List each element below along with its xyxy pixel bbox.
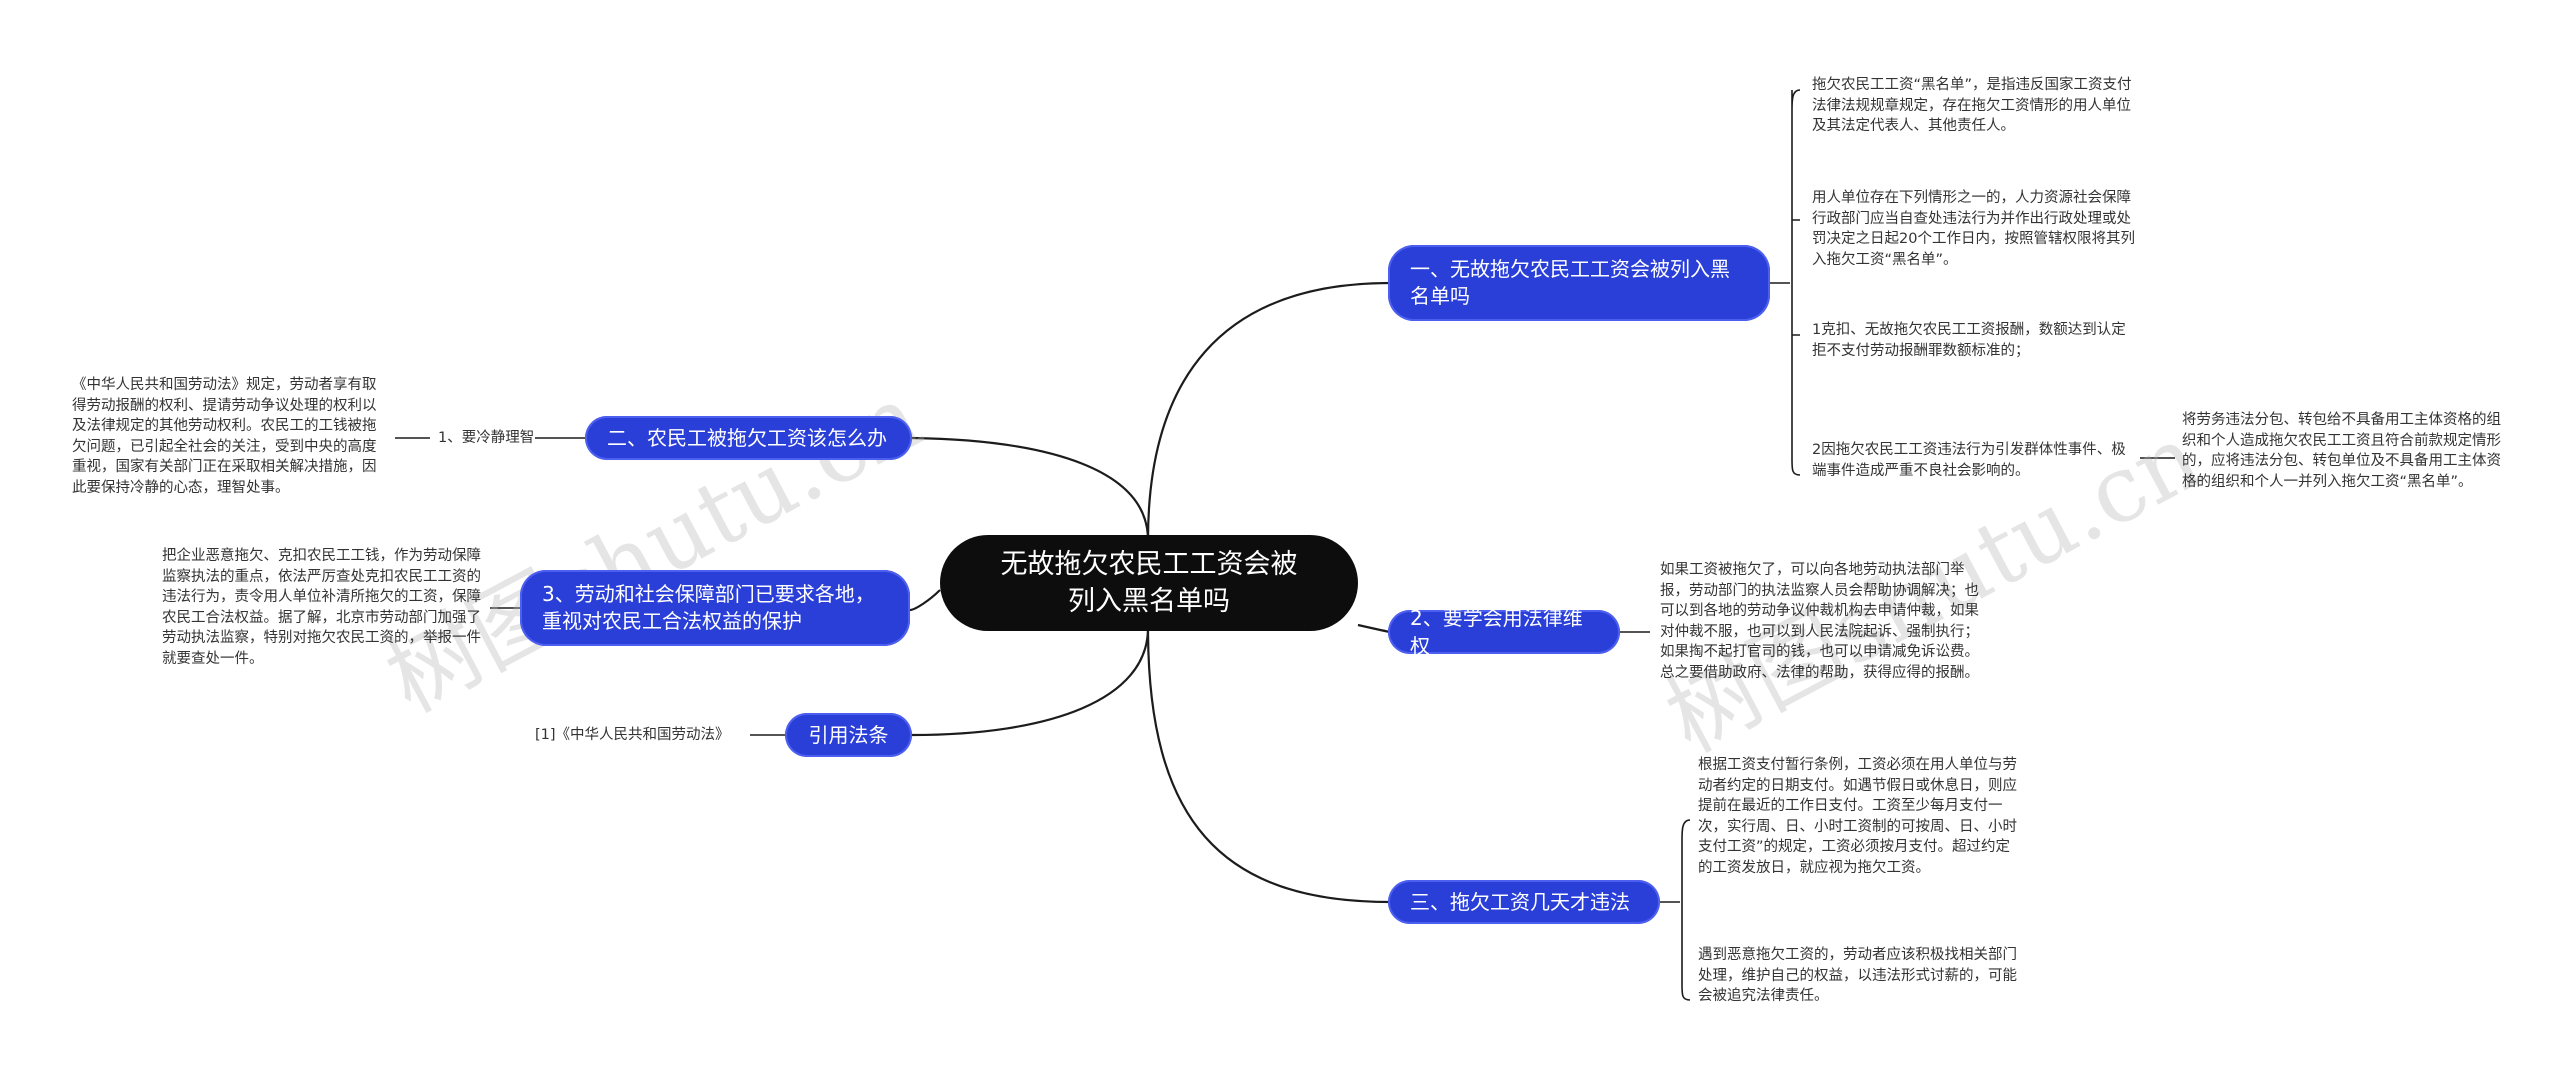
link-root-b1: [1146, 281, 1391, 541]
branch-legal-rights[interactable]: 2、要学会用法律维权: [1388, 606, 1620, 658]
branch-blacklist[interactable]: 一、无故拖欠农民工工资会被列入黑名单吗: [1388, 245, 1770, 321]
leaf-legal-rights-text: 如果工资被拖欠了，可以向各地劳动执法部门举报，劳动部门的执法监察人员会帮助协调解…: [1660, 562, 1979, 681]
branch-what-to-do-label: 二、农民工被拖欠工资该怎么办: [607, 426, 887, 450]
leaf-blacklist-item-1: 1克扣、无故拖欠农民工工资报酬，数额达到认定拒不支付劳动报酬罪数额标准的；: [1812, 322, 2126, 359]
leaf-labor-dept-text: 把企业恶意拖欠、克扣农民工工钱，作为劳动保障监察执法的重点，依法严厉查处克扣农民…: [162, 548, 481, 667]
branch-what-to-do[interactable]: 二、农民工被拖欠工资该怎么办: [585, 416, 912, 460]
link-root-b2: [1357, 623, 1391, 634]
branch-citations[interactable]: 引用法条: [785, 713, 912, 757]
leaf-subcontract-note: 将劳务违法分包、转包给不具备用工主体资格的组织和个人造成拖欠农民工工资且符合前款…: [2182, 412, 2501, 490]
leaf-blacklist-item-2: 2因拖欠农民工工资违法行为引发群体性事件、极端事件造成严重不良社会影响的。: [1812, 442, 2126, 479]
branch-legal-rights-label: 2、要学会用法律维权: [1410, 606, 1583, 658]
leaf-citation-labor-law: [1]《中华人民共和国劳动法》: [535, 727, 730, 743]
link-root-b4: [911, 436, 1150, 541]
leaf-wage-payment-rules: 根据工资支付暂行条例，工资必须在用人单位与劳动者约定的日期支付。如遇节假日或休息…: [1698, 757, 2017, 876]
b1-bracket: [1770, 89, 1801, 476]
branch-labor-dept-label: 3、劳动和社会保障部门已要求各地，重视对农民工合法权益的保护: [542, 582, 875, 633]
link-root-b3: [1146, 627, 1391, 904]
link-root-b5: [909, 589, 941, 612]
root-topic-label: 无故拖欠农民工工资会被列入黑名单吗: [1000, 549, 1298, 617]
branch-labor-dept[interactable]: 3、劳动和社会保障部门已要求各地，重视对农民工合法权益的保护: [520, 570, 910, 646]
branch-blacklist-label: 一、无故拖欠农民工工资会被列入黑名单吗: [1410, 257, 1730, 308]
leaf-blacklist-conditions: 用人单位存在下列情形之一的，人力资源社会保障行政部门应当自查处违法行为并作出行政…: [1812, 190, 2135, 268]
leaf-labor-law-rights: 《中华人民共和国劳动法》规定，劳动者享有取得劳动报酬的权利、提请劳动争议处理的权…: [72, 377, 377, 496]
branch-days-illegal-label: 三、拖欠工资几天才违法: [1410, 890, 1630, 914]
branch-days-illegal[interactable]: 三、拖欠工资几天才违法: [1388, 880, 1660, 924]
root-topic[interactable]: 无故拖欠农民工工资会被列入黑名单吗: [940, 535, 1358, 631]
link-root-b6: [911, 627, 1150, 737]
branch-citations-label: 引用法条: [808, 723, 889, 747]
b3-bracket: [1660, 819, 1691, 1001]
leaf-blacklist-definition: 拖欠农民工工资“黑名单”，是指违反国家工资支付法律法规规章规定，存在拖欠工资情形…: [1812, 77, 2132, 134]
label-stay-calm: 1、要冷静理智: [438, 430, 535, 446]
leaf-malicious-arrears: 遇到恶意拖欠工资的，劳动者应该积极找相关部门处理，维护自己的权益，以违法形式讨薪…: [1698, 947, 2017, 1004]
